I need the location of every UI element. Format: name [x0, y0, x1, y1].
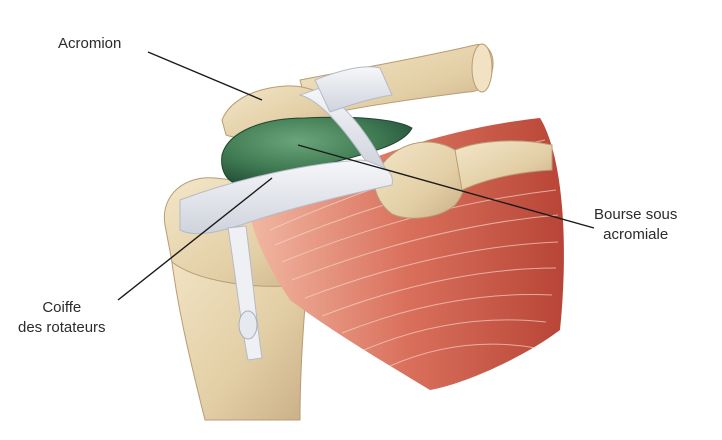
- scapula-coracoid: [373, 141, 466, 219]
- leader-line-acromion: [147, 51, 263, 101]
- label-bourse-line1: Bourse sous: [594, 206, 678, 223]
- leader-line-bourse: [297, 144, 595, 229]
- label-coiffe-line1: Coiffe: [42, 299, 82, 316]
- leader-lines: [117, 51, 595, 301]
- label-coiffe-line2: des rotateurs: [18, 319, 106, 336]
- leader-line-coiffe: [117, 177, 273, 301]
- label-bourse-line2: acromiale: [603, 226, 669, 243]
- ligament-upper: [314, 66, 393, 113]
- biceps-tendon-knob: [238, 310, 258, 340]
- scapula-spine: [454, 140, 553, 191]
- label-coiffe-des-rotateurs: Coiffe des rotateurs: [18, 298, 106, 338]
- clavicle-end: [471, 43, 493, 93]
- label-bourse-sous-acromiale: Bourse sous acromiale: [594, 205, 677, 245]
- label-acromion: Acromion: [58, 34, 121, 54]
- label-acromion-text: Acromion: [58, 35, 122, 52]
